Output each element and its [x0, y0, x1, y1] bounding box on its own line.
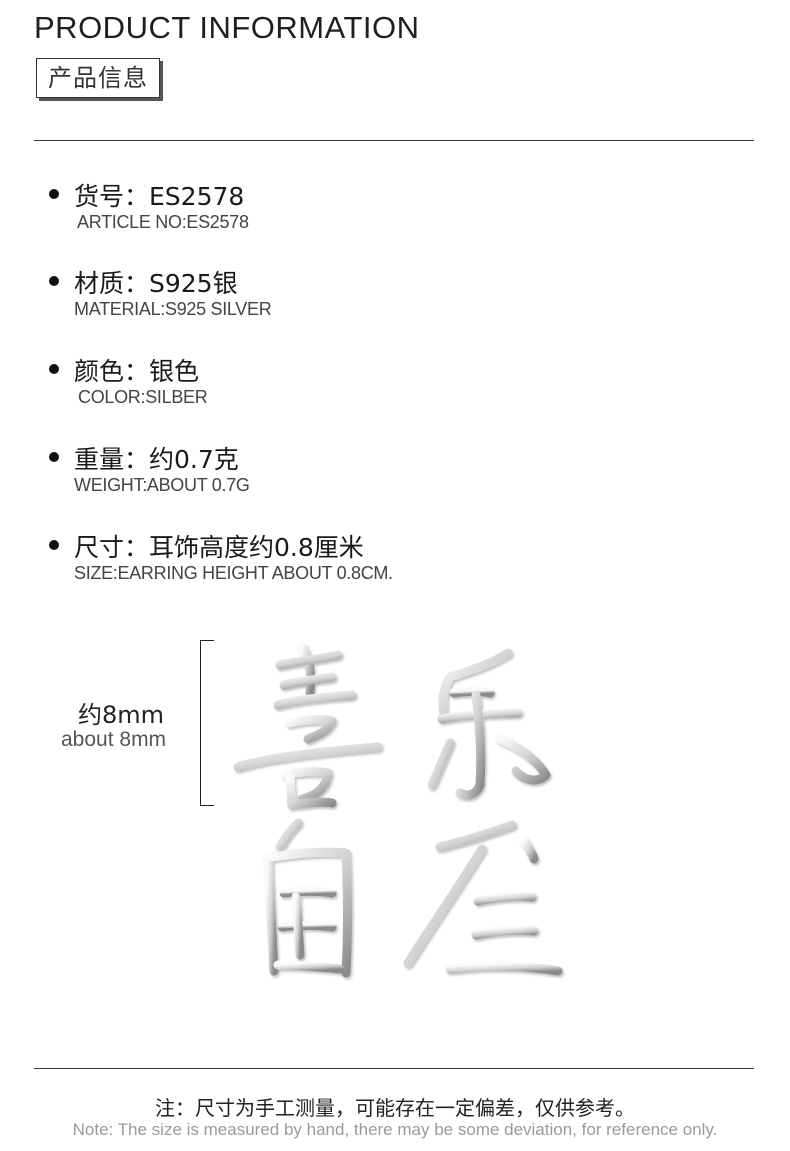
- spec-label-cn: 重量：约0.7克: [74, 445, 239, 474]
- earring-character-2: [427, 648, 551, 800]
- bullet-icon: [49, 189, 59, 199]
- bullet-icon: [49, 540, 59, 550]
- earring-character-4: [403, 820, 563, 976]
- spec-label-cn: 尺寸：耳饰高度约0.8厘米: [74, 533, 364, 562]
- size-bracket: [200, 640, 214, 806]
- spec-label-en: COLOR:SILBER: [78, 387, 208, 407]
- size-label-cn: 约8mm: [78, 701, 165, 729]
- page-title: PRODUCT INFORMATION: [34, 10, 420, 45]
- spec-label-en: ARTICLE NO:ES2578: [77, 212, 249, 232]
- spec-label-cn: 货号：ES2578: [74, 182, 245, 211]
- earring-character-3: [263, 818, 352, 978]
- bottom-divider: [34, 1068, 754, 1069]
- size-label-en: about 8mm: [61, 728, 167, 751]
- spec-label-en: WEIGHT:ABOUT 0.7G: [74, 475, 250, 495]
- spec-label-cn: 颜色：银色: [74, 357, 200, 386]
- bullet-icon: [49, 364, 59, 374]
- bullet-icon: [49, 276, 59, 286]
- spec-label-en: SIZE:EARRING HEIGHT ABOUT 0.8CM.: [74, 563, 393, 583]
- earring-character-1: [233, 642, 383, 810]
- bullet-icon: [49, 452, 59, 462]
- earring-product-image: [233, 642, 563, 978]
- top-divider: [34, 140, 754, 141]
- spec-label-en: MATERIAL:S925 SILVER: [74, 299, 272, 319]
- note-en: Note: The size is measured by hand, ther…: [72, 1120, 718, 1139]
- spec-label-cn: 材质：S925银: [74, 269, 238, 298]
- note-cn: 注：尺寸为手工测量，可能存在一定偏差，仅供参考。: [155, 1096, 635, 1120]
- subtitle-box: 产品信息: [36, 58, 160, 98]
